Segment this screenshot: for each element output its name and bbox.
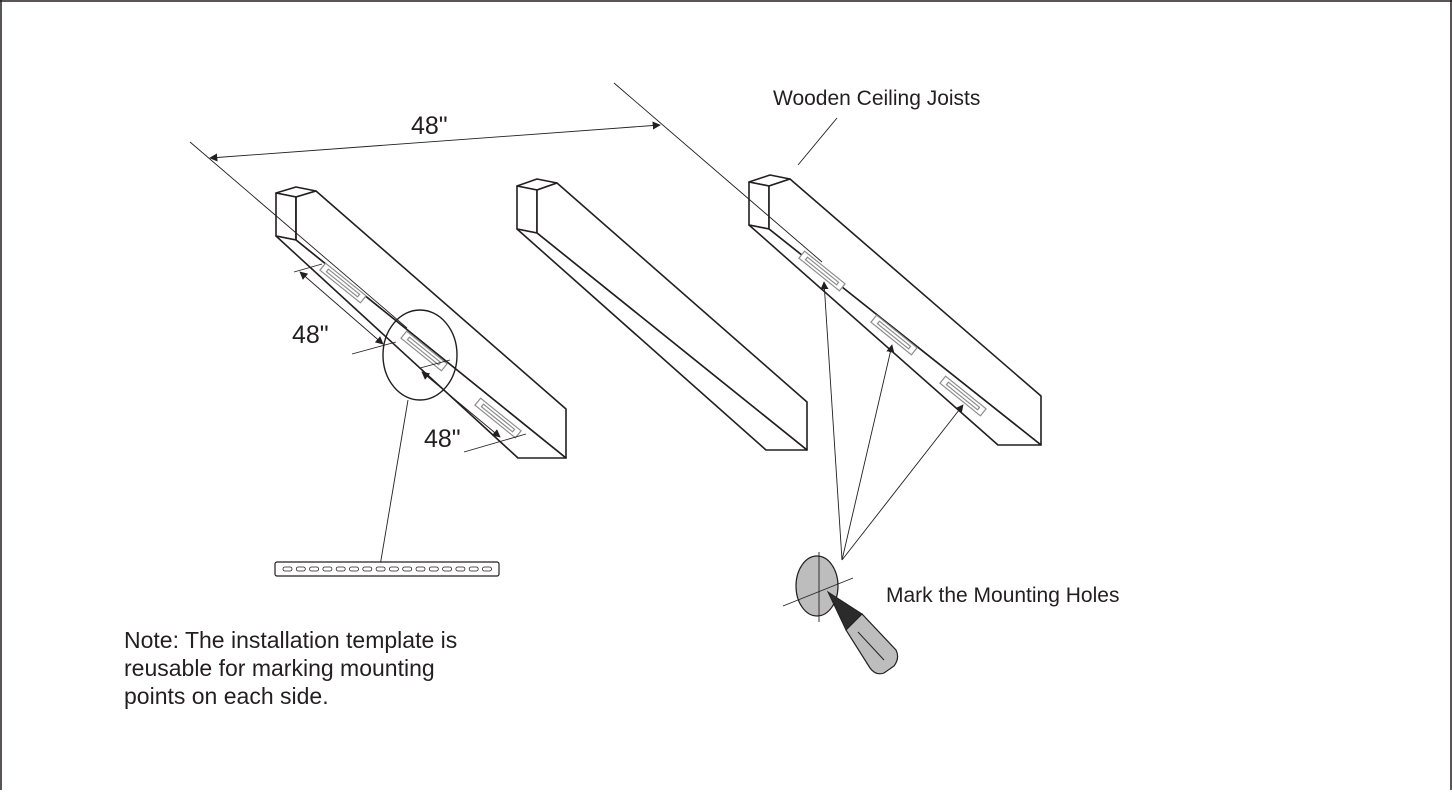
dimension-bottom: 48" <box>419 359 527 453</box>
detail-circle <box>382 309 458 401</box>
template-hole <box>335 566 346 572</box>
marker-pen-icon <box>782 552 899 675</box>
template-hole <box>415 566 426 572</box>
template-hole <box>322 566 333 572</box>
joists-label: Wooden Ceiling Joists <box>773 87 980 110</box>
dimension-left-label: 48" <box>292 321 329 349</box>
template-hole <box>428 566 439 572</box>
joists-callout: Wooden Ceiling Joists <box>773 87 980 166</box>
template-hole <box>282 566 293 572</box>
installation-template <box>274 561 500 577</box>
template-hole <box>375 566 386 572</box>
dimension-top-label: 48" <box>411 112 448 140</box>
template-hole <box>362 566 373 572</box>
template-hole <box>455 566 466 572</box>
template-hole <box>442 566 453 572</box>
mounting-slot <box>400 330 448 372</box>
template-hole <box>388 566 399 572</box>
note-line-2: reusable for marking mounting <box>124 655 435 681</box>
template-hole <box>468 566 479 572</box>
template-callout <box>274 309 500 577</box>
template-hole <box>482 566 492 572</box>
template-hole <box>402 566 413 572</box>
dimension-bottom-label: 48" <box>424 425 461 453</box>
joist-right <box>748 174 1042 446</box>
template-hole <box>349 566 359 572</box>
template-hole <box>309 566 320 572</box>
dimension-left: 48" <box>292 263 397 355</box>
note-block: Note: The installation template is reusa… <box>124 627 457 709</box>
template-hole <box>295 566 306 572</box>
joist-middle <box>516 178 808 451</box>
note-line-3: points on each side. <box>124 683 329 709</box>
mounting-slot <box>870 314 918 356</box>
crosshair-icon <box>795 555 839 617</box>
mounting-slot <box>798 250 846 292</box>
dimension-top: 48" <box>189 82 823 329</box>
mark-label: Mark the Mounting Holes <box>886 584 1119 607</box>
mounting-slot <box>939 375 987 417</box>
note-line-1: Note: The installation template is <box>124 627 457 653</box>
mark-arrows <box>820 281 964 561</box>
